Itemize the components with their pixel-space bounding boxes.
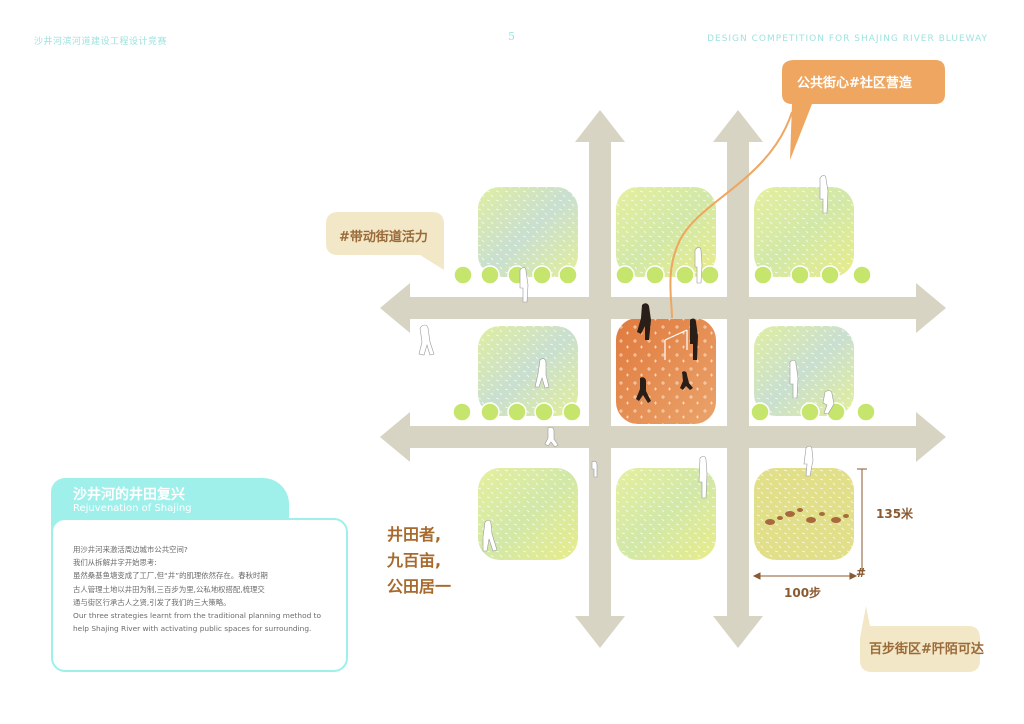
panel-title-en: Rejuvenation of Shajing <box>73 503 192 514</box>
panel-line: 古人管理土地以井田为制,三百步为里,公私地权搭配,梳理交 <box>73 584 265 594</box>
height-label: 135米 <box>876 507 914 521</box>
tree-row <box>452 265 876 422</box>
bubble-left <box>326 212 444 270</box>
page-number: 5 <box>508 30 516 43</box>
block-center-orange <box>616 318 716 424</box>
panel-line: 通与街区行承古人之贤,引发了我们的三大策略。 <box>73 597 231 607</box>
block-r3c1 <box>478 468 578 560</box>
block-r3c2 <box>616 468 716 560</box>
panel-line: 我们从拆解井字开始思考: <box>73 558 157 568</box>
panel-line: Our three strategies learnt from the tra… <box>73 611 322 621</box>
people-figures <box>418 175 835 552</box>
big-text-line-2: 九百亩, <box>387 551 442 570</box>
big-text-line-1: 井田者, <box>387 525 442 544</box>
block-r1c3 <box>754 187 854 277</box>
hash-mark: # <box>856 566 867 580</box>
block-r3c3 <box>754 468 854 560</box>
big-text-line-3: 公田居一 <box>387 577 452 596</box>
header-title-zh: 沙井河滨河道建设工程设计竞赛 <box>34 37 168 47</box>
block-r1c1 <box>478 187 578 277</box>
block-r2c3 <box>754 326 854 416</box>
width-label: 100步 <box>784 586 822 600</box>
block-r1c2 <box>616 187 716 277</box>
bubble-top-right <box>782 60 945 160</box>
header-title-en: DESIGN COMPETITION FOR SHAJING RIVER BLU… <box>707 34 988 44</box>
bubble-bottom-right-label: 百步街区#阡陌可达 <box>869 642 984 657</box>
panel-line: help Shajing River with activating publi… <box>73 624 312 634</box>
bubble-top-right-label: 公共街心#社区营造 <box>797 76 912 91</box>
panel-title-zh: 沙井河的井田复兴 <box>73 487 185 503</box>
dimension-lines <box>752 468 867 580</box>
bubble-left-label: #带动街道活力 <box>339 230 428 245</box>
panel-body: 用沙井河来激活周边城市公共空间? 我们从拆解井字开始思考: 虽然桑基鱼塘变成了工… <box>73 543 338 635</box>
bubble-bottom-right <box>860 606 980 672</box>
footprints <box>765 508 849 525</box>
panel-box <box>51 518 348 672</box>
road-grid <box>380 110 946 648</box>
block-r2c1 <box>478 326 578 416</box>
panel-line: 用沙井河来激活周边城市公共空间? <box>73 545 188 554</box>
bubble-tail-curve <box>669 111 793 319</box>
panel-line: 虽然桑基鱼塘变成了工厂,但“井”的肌理依然存在。春秋时期 <box>73 571 268 581</box>
